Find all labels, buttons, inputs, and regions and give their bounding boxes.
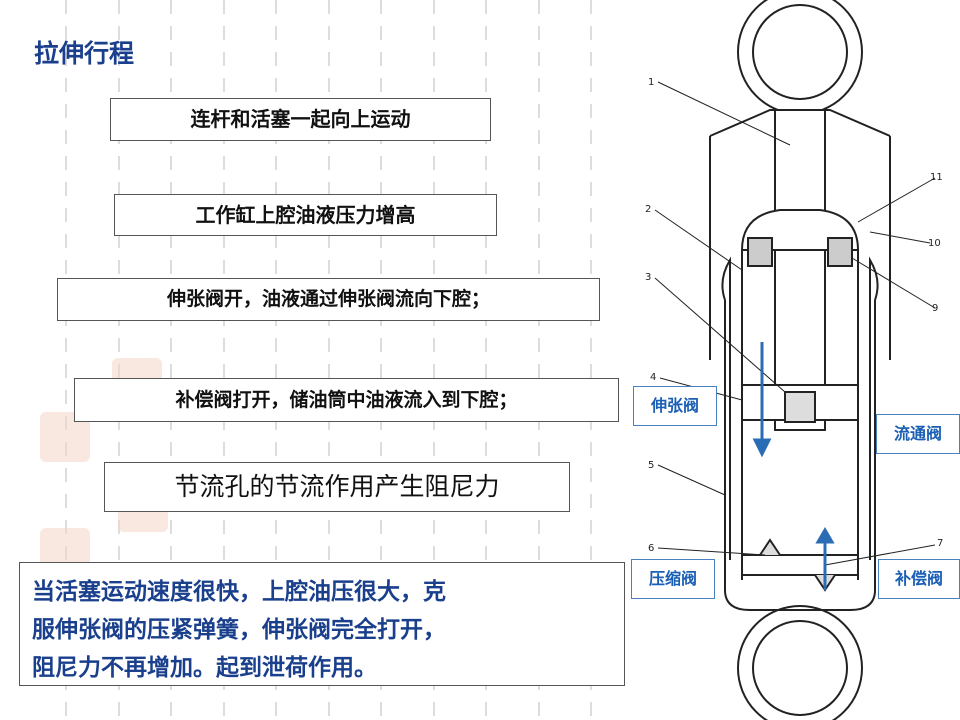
piston-rod bbox=[774, 109, 826, 431]
step-box-1: 连杆和活塞一起向上运动 bbox=[110, 98, 491, 141]
step-box-4: 补偿阀打开，储油筒中油液流入到下腔； bbox=[74, 378, 619, 422]
part-label-6: 6 bbox=[648, 543, 654, 554]
part-label-5: 5 bbox=[648, 460, 654, 471]
top-mount-eye-outer bbox=[737, 0, 863, 115]
part-label-7: 7 bbox=[937, 538, 943, 549]
part-label-4: 4 bbox=[650, 372, 656, 383]
bottom-mount-eye-inner bbox=[752, 620, 848, 716]
part-label-9: 9 bbox=[932, 303, 938, 314]
note-box: 当活塞运动速度很快，上腔油压很大，克 服伸张阀的压紧弹簧，伸张阀完全打开， 阻尼… bbox=[19, 562, 625, 686]
seal-ring-right bbox=[827, 237, 853, 267]
bottom-mount-eye-outer bbox=[737, 605, 863, 720]
step-box-5: 节流孔的节流作用产生阻尼力 bbox=[104, 462, 570, 512]
piston-nut bbox=[784, 391, 816, 423]
shock-absorber-diagram: 1 2 3 4 5 6 7 9 10 11 bbox=[645, 0, 943, 720]
callout-compensation-valve: 补偿阀 bbox=[878, 559, 960, 599]
callout-flow-valve: 流通阀 bbox=[876, 414, 960, 454]
step-box-2: 工作缸上腔油液压力增高 bbox=[114, 194, 497, 236]
step-box-3: 伸张阀开，油液通过伸张阀流向下腔； bbox=[57, 278, 600, 321]
page-title: 拉伸行程 bbox=[34, 39, 135, 68]
part-label-1: 1 bbox=[648, 77, 654, 88]
callout-compression-valve: 压缩阀 bbox=[631, 559, 715, 599]
part-label-2: 2 bbox=[645, 204, 651, 215]
callout-extension-valve: 伸张阀 bbox=[633, 386, 717, 426]
base-valve bbox=[741, 554, 859, 576]
top-mount-eye-inner bbox=[752, 4, 848, 100]
downward-arrow-head bbox=[752, 438, 772, 458]
reservoir-tube bbox=[721, 256, 879, 560]
compression-valve-seat bbox=[759, 538, 781, 556]
note-line-1: 当活塞运动速度很快，上腔油压很大，克 bbox=[32, 579, 446, 605]
part-label-3: 3 bbox=[645, 272, 651, 283]
note-line-3: 阻尼力不再增加。起到泄荷作用。 bbox=[32, 655, 377, 681]
note-line-2: 服伸张阀的压紧弹簧，伸张阀完全打开， bbox=[32, 617, 446, 643]
part-label-10: 10 bbox=[928, 238, 941, 249]
part-label-11: 11 bbox=[930, 172, 943, 183]
upward-arrow-head bbox=[815, 527, 835, 544]
outer-tube bbox=[724, 300, 876, 611]
seal-ring-left bbox=[747, 237, 773, 267]
